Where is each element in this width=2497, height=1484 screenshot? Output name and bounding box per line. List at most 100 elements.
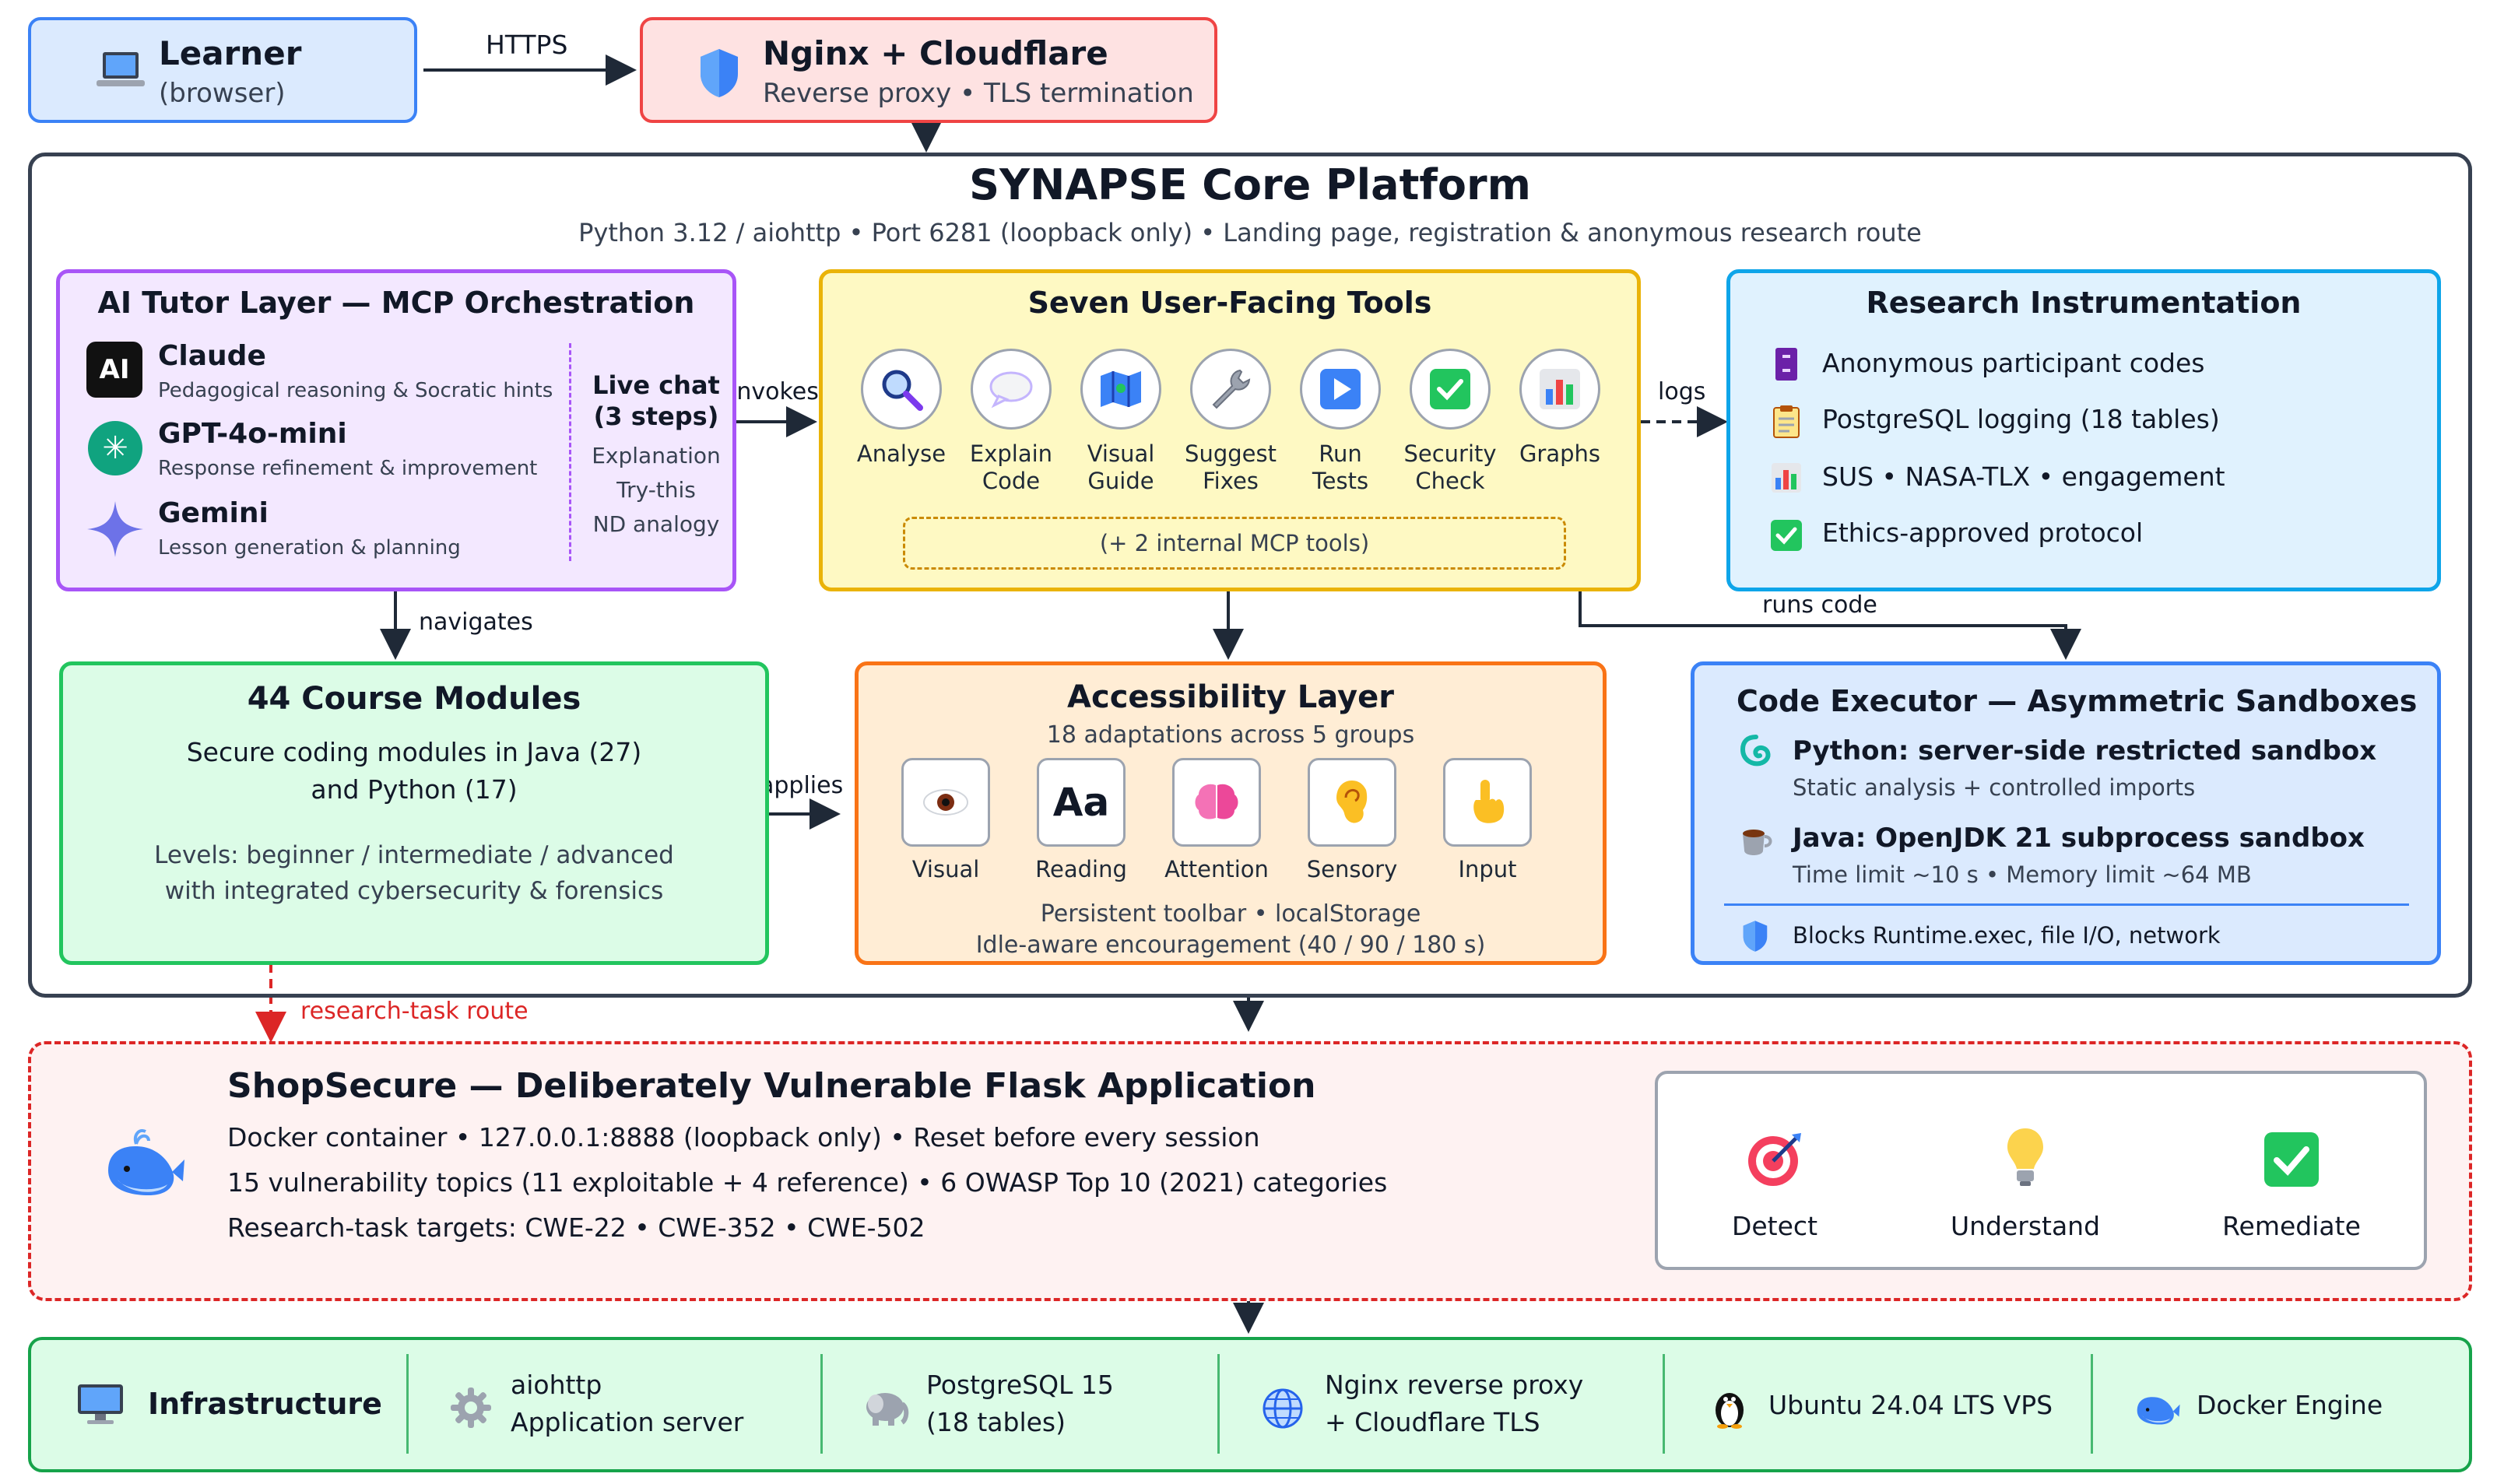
infra-aiohttp-1: aiohttp xyxy=(511,1370,602,1400)
python-sandbox-title: Python: server-side restricted sandbox xyxy=(1793,735,2377,767)
runs-code-label: runs code xyxy=(1762,591,1877,619)
executor-blocks: Blocks Runtime.exec, file I/O, network xyxy=(1793,922,2221,949)
gemini-icon xyxy=(85,499,146,560)
core-subtitle: Python 3.12 / aiohttp • Port 6281 (loopb… xyxy=(578,218,1922,247)
map-icon xyxy=(1101,371,1141,407)
research-item-1: Anonymous participant codes xyxy=(1822,348,2205,378)
research-item-4: Ethics-approved protocol xyxy=(1822,517,2144,548)
course-modules-panel: 44 Course Modules Secure coding modules … xyxy=(59,661,769,965)
navigates-label: navigates xyxy=(419,609,533,636)
infra-docker: Docker Engine xyxy=(2197,1390,2383,1420)
visual-guide-label: Visual Guide xyxy=(1087,440,1155,494)
ear-icon xyxy=(1336,781,1368,823)
java-sandbox-title: Java: OpenJDK 21 subprocess sandbox xyxy=(1793,823,2365,854)
gemini-name: Gemini xyxy=(158,497,269,529)
modules-line-1: Secure coding modules in Java (27) xyxy=(186,737,642,767)
core-title: SYNAPSE Core Platform xyxy=(969,160,1531,209)
learner-box: Learner (browser) xyxy=(28,17,417,123)
infra-nginx-2: + Cloudflare TLS xyxy=(1325,1407,1540,1437)
target-icon xyxy=(1744,1128,1806,1191)
infra-aiohttp-2: Application server xyxy=(511,1407,744,1437)
bar-chart-icon xyxy=(1769,458,1803,497)
java-sandbox-desc: Time limit ~10 s • Memory limit ~64 MB xyxy=(1793,861,2252,888)
attention-label: Attention xyxy=(1164,856,1269,882)
research-item-2: PostgreSQL logging (18 tables) xyxy=(1822,404,2220,434)
infra-ubuntu: Ubuntu 24.04 LTS VPS xyxy=(1768,1390,2053,1420)
infra-postgres-2: (18 tables) xyxy=(926,1407,1066,1437)
suggest-fixes-label: Suggest Fixes xyxy=(1185,440,1277,494)
sensory-adaptation-button[interactable] xyxy=(1308,758,1396,847)
play-icon xyxy=(1320,369,1361,409)
shop-title: ShopSecure — Deliberately Vulnerable Fla… xyxy=(227,1066,1316,1106)
elephant-icon xyxy=(861,1385,911,1430)
speech-bubble-icon xyxy=(989,371,1033,409)
executor-divider xyxy=(1724,903,2409,906)
infra-divider xyxy=(1217,1354,1220,1454)
tools-title: Seven User-Facing Tools xyxy=(1027,286,1432,320)
openai-icon: ✳ xyxy=(88,421,142,475)
proxy-subtitle: Reverse proxy • TLS termination xyxy=(763,78,1194,109)
modules-line-2: and Python (17) xyxy=(311,774,518,805)
executor-title: Code Executor — Asymmetric Sandboxes xyxy=(1737,684,2418,718)
infra-nginx-1: Nginx reverse proxy xyxy=(1325,1370,1584,1400)
tutor-title: AI Tutor Layer — MCP Orchestration xyxy=(97,286,695,320)
shop-line-3: Research-task targets: CWE-22 • CWE-352 … xyxy=(227,1212,925,1243)
infra-divider xyxy=(2091,1354,2093,1454)
attention-adaptation-button[interactable] xyxy=(1172,758,1261,847)
input-adaptation-button[interactable] xyxy=(1443,758,1532,847)
pointing-hand-icon xyxy=(1473,780,1505,823)
desktop-icon xyxy=(75,1381,126,1429)
sensory-label: Sensory xyxy=(1306,856,1398,882)
penguin-icon xyxy=(1708,1385,1751,1430)
infra-postgres-1: PostgreSQL 15 xyxy=(926,1370,1114,1400)
gemini-desc: Lesson generation & planning xyxy=(158,536,461,560)
visual-guide-tool-button[interactable] xyxy=(1080,349,1161,430)
brain-icon xyxy=(1195,784,1238,819)
visual-label: Visual xyxy=(911,856,980,882)
tools-panel: Seven User-Facing Tools xyxy=(819,269,1641,591)
learner-subtitle: (browser) xyxy=(159,78,286,109)
learner-title: Learner xyxy=(159,34,302,72)
shop-line-2: 15 vulnerability topics (11 exploitable … xyxy=(227,1167,1388,1198)
explain-code-tool-button[interactable] xyxy=(971,349,1052,430)
core-platform-box xyxy=(28,153,2472,998)
access-footer-2: Idle-aware encouragement (40 / 90 / 180 … xyxy=(975,931,1486,959)
text-size-icon[interactable]: Aa xyxy=(1037,758,1126,847)
runs-code-arrow xyxy=(1579,591,2081,660)
detect-label: Detect xyxy=(1731,1211,1818,1241)
suggest-fixes-tool-button[interactable] xyxy=(1190,349,1271,430)
eye-icon xyxy=(923,789,968,816)
java-icon xyxy=(1737,821,1775,860)
logs-label: logs xyxy=(1658,378,1706,405)
gpt-desc: Response refinement & improvement xyxy=(158,457,538,480)
graphs-tool-button[interactable] xyxy=(1519,349,1600,430)
chat-step-3: ND analogy xyxy=(592,511,720,537)
proxy-title: Nginx + Cloudflare xyxy=(763,34,1108,72)
checkmark-icon xyxy=(1430,369,1470,409)
remediate-label: Remediate xyxy=(2222,1211,2361,1241)
applies-label: applies xyxy=(760,772,844,799)
globe-icon xyxy=(1259,1385,1306,1432)
whale-icon xyxy=(98,1116,191,1209)
input-label: Input xyxy=(1458,856,1517,882)
modules-line-4: with integrated cybersecurity & forensic… xyxy=(164,877,664,905)
python-icon xyxy=(1737,732,1775,771)
infra-divider xyxy=(820,1354,823,1454)
visual-adaptation-button[interactable] xyxy=(901,758,990,847)
infrastructure-bar xyxy=(28,1337,2472,1472)
shop-line-1: Docker container • 127.0.0.1:8888 (loopb… xyxy=(227,1122,1260,1152)
research-title: Research Instrumentation xyxy=(1866,286,2302,320)
analyse-label: Analyse xyxy=(856,440,946,467)
https-label: HTTPS xyxy=(486,30,568,60)
bar-chart-icon xyxy=(1540,369,1580,409)
shield-icon xyxy=(694,45,744,101)
analyse-tool-button[interactable] xyxy=(861,349,942,430)
run-tests-tool-button[interactable] xyxy=(1300,349,1381,430)
security-check-tool-button[interactable] xyxy=(1410,349,1491,430)
infra-divider xyxy=(406,1354,409,1454)
checkmark-icon xyxy=(2260,1128,2323,1191)
ai-tutor-layer: AI Tutor Layer — MCP Orchestration AI Cl… xyxy=(56,269,736,591)
security-check-label: Security Check xyxy=(1403,440,1497,494)
research-route-label: research-task route xyxy=(300,998,529,1025)
gear-icon xyxy=(448,1385,493,1430)
